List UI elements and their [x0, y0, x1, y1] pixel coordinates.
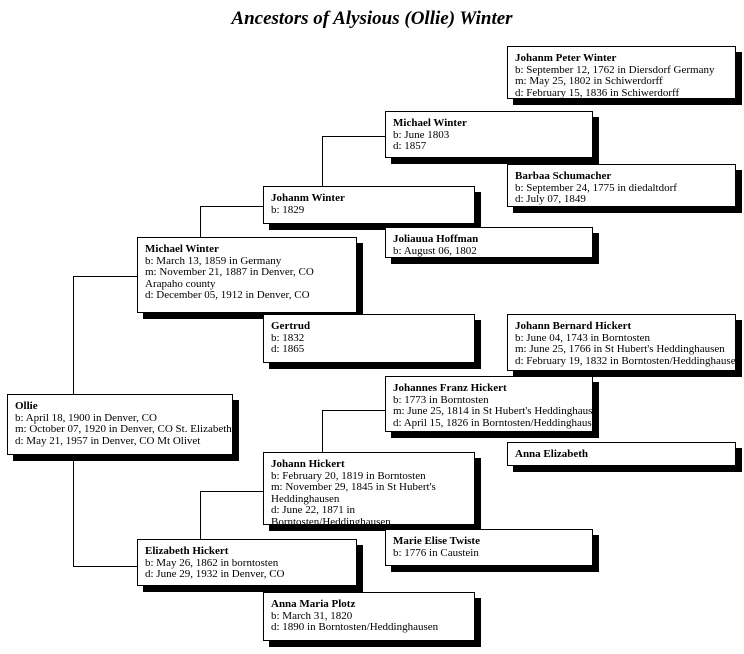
person-name: Barbaa Schumacher	[515, 170, 612, 182]
person-detail: b: 1776 in Caustein	[393, 546, 479, 559]
person-name: Johanm Winter	[271, 192, 345, 204]
person-detail: b: April 18, 1900 in Denver, CO	[15, 411, 157, 424]
connector	[322, 136, 323, 186]
person-detail: m: October 07, 1920 in Denver, CO St. El…	[15, 423, 233, 435]
person-detail: b: August 06, 1802	[393, 244, 477, 257]
person-detail: m: November 29, 1845 in St Hubert's Hedd…	[271, 481, 436, 505]
person-detail: d: February 19, 1832 in Borntosten/Heddi…	[515, 354, 736, 367]
connector	[73, 276, 74, 394]
person-detail: m: May 25, 1802 in Schiwerdorff	[515, 75, 663, 87]
person-name: Michael Winter	[393, 117, 467, 129]
person-detail: b: June 04, 1743 in Borntosten	[515, 331, 651, 344]
connector	[322, 136, 385, 137]
connector	[200, 206, 201, 237]
person-detail: m: June 25, 1814 in St Hubert's Heddingh…	[393, 405, 593, 417]
person-detail: d: 1890 in Borntosten/Heddinghausen	[271, 621, 439, 633]
person-name: Ollie	[15, 400, 38, 412]
person-detail: b: March 13, 1859 in Germany	[145, 254, 282, 267]
chart-title: Ancestors of Alysious (Ollie) Winter	[231, 8, 513, 29]
person-detail: d: April 15, 1826 in Borntosten/Heddingh…	[393, 416, 593, 429]
connector	[322, 410, 385, 411]
person-name: Johannes Franz Hickert	[393, 382, 507, 394]
connector	[200, 491, 201, 539]
person-detail: b: 1832	[271, 331, 305, 344]
connector	[322, 410, 323, 452]
person-detail: d: June 29, 1932 in Denver, CO	[145, 568, 285, 580]
person-name: Anna Maria Plotz	[271, 598, 356, 610]
person-detail: d: 1865	[271, 343, 305, 355]
person-name: Johanm Peter Winter	[515, 52, 617, 64]
person-name: Elizabeth Hickert	[145, 545, 229, 557]
person-detail: b: February 20, 1819 in Borntosten	[271, 469, 426, 482]
person-name: Johann Bernard Hickert	[515, 320, 632, 332]
person-detail: b: March 31, 1820	[271, 609, 353, 622]
connector	[73, 455, 74, 567]
person-detail: d: February 15, 1836 in Schiwerdorff	[515, 86, 680, 99]
person-detail: b: May 26, 1862 in borntosten	[145, 556, 279, 569]
person-box-anna-elizabeth[interactable]: Anna Elizabeth	[507, 442, 736, 466]
person-name: Johann Hickert	[271, 458, 345, 470]
person-detail: d: December 05, 1912 in Denver, CO	[145, 289, 310, 301]
person-detail: m: November 21, 1887 in Denver, CO Arapa…	[145, 266, 314, 290]
person-detail: d: June 22, 1871 in Borntosten/Heddingha…	[271, 504, 391, 525]
person-detail: b: June 1803	[393, 128, 450, 141]
person-detail: d: May 21, 1957 in Denver, CO Mt Olivet	[15, 434, 201, 447]
person-name: Michael Winter	[145, 243, 219, 255]
connector	[200, 206, 263, 207]
person-detail: d: 1857	[393, 140, 427, 152]
person-detail: b: 1829	[271, 203, 305, 216]
person-detail: d: July 07, 1849	[515, 193, 586, 205]
person-name: Marie Elise Twiste	[393, 535, 480, 547]
person-detail: m: June 25, 1766 in St Hubert's Heddingh…	[515, 343, 725, 355]
person-detail: b: September 12, 1762 in Diersdorf Germa…	[515, 63, 715, 76]
person-detail: b: September 24, 1775 in diedaltdorf	[515, 181, 677, 194]
connector	[73, 276, 137, 277]
person-name: Anna Elizabeth	[515, 448, 589, 460]
connector	[73, 566, 137, 567]
person-name: Joliauua Hoffman	[393, 233, 479, 245]
person-name: Gertrud	[271, 320, 311, 332]
person-detail: b: 1773 in Borntosten	[393, 393, 489, 406]
connector	[200, 491, 263, 492]
